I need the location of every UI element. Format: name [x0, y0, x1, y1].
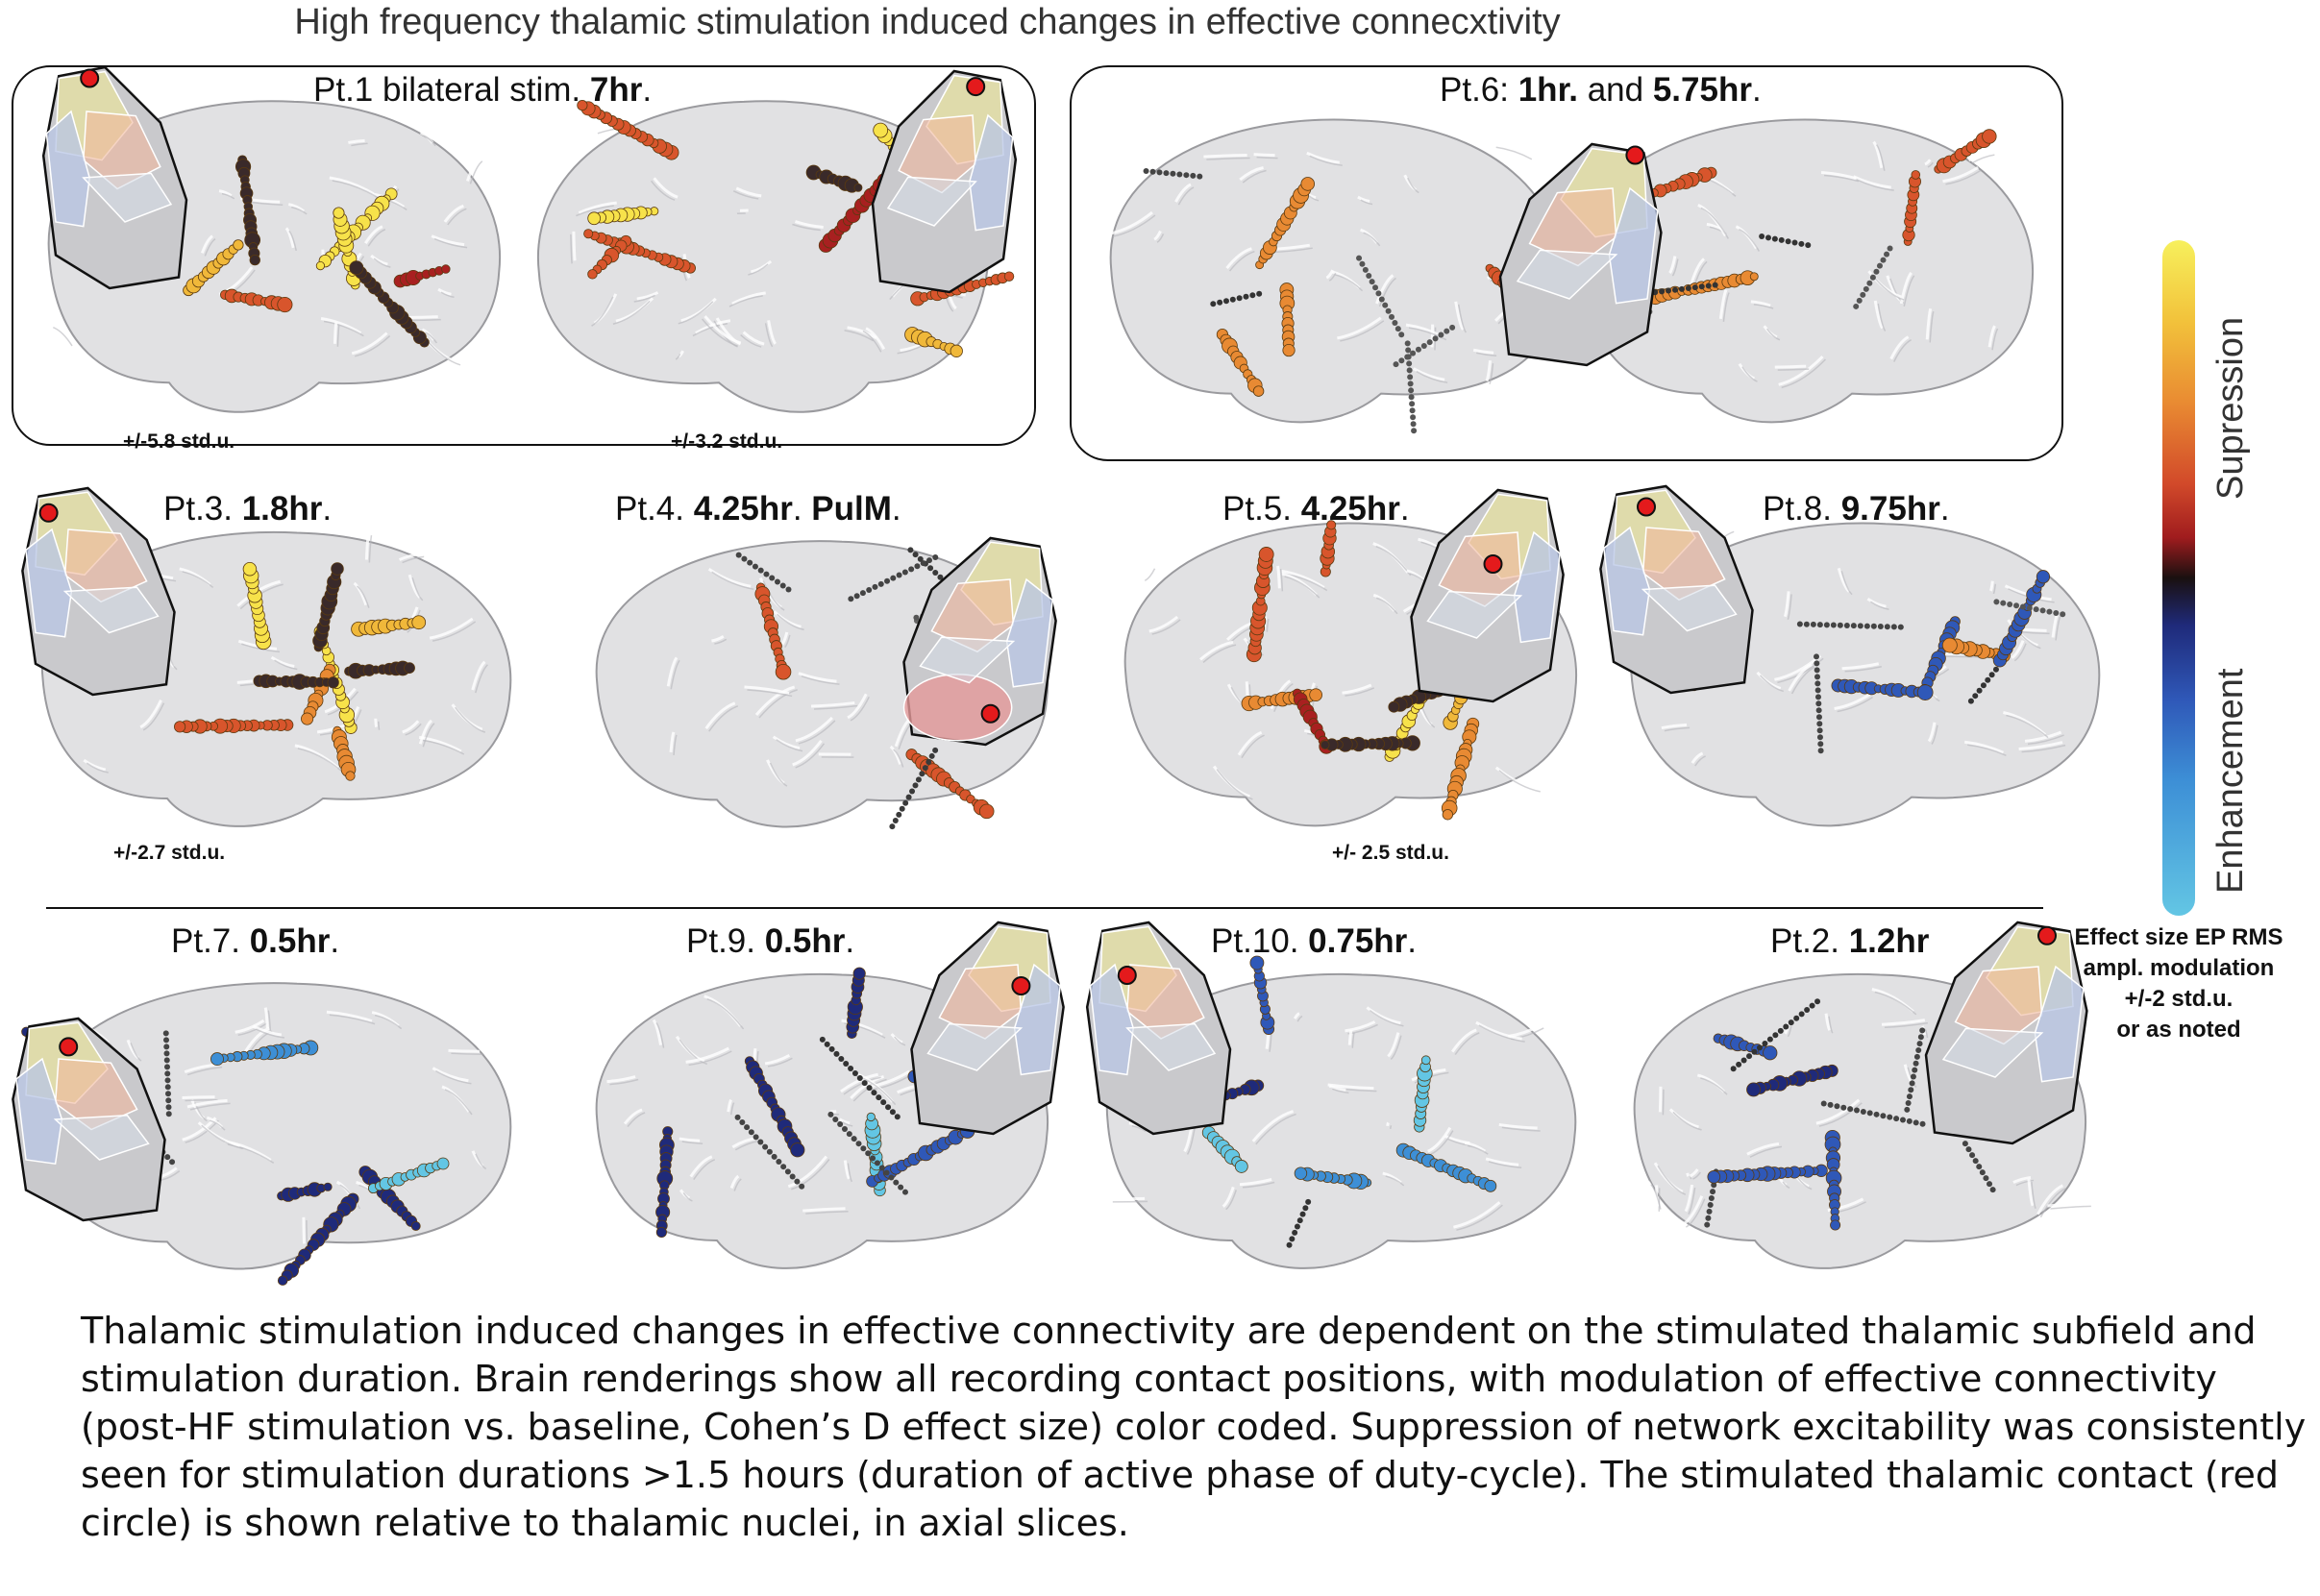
thalamus-inset-pt6 — [1492, 142, 1665, 367]
thalamus-inset-pt1-left — [40, 65, 194, 290]
row-divider — [46, 907, 2043, 909]
pt1-right-scale-note: +/-3.2 std.u. — [671, 430, 783, 453]
pt3-scale-note: +/-2.7 std.u. — [113, 842, 226, 864]
thalamus-inset-pt7 — [10, 1017, 173, 1222]
colorbar-note-line: or as noted — [2116, 1017, 2241, 1043]
pt3-label: Pt.3. 1.8hr. — [163, 490, 333, 528]
colorbar-top-label: Supression — [2210, 316, 2251, 500]
colorbar — [2162, 240, 2195, 916]
pt1-frame — [12, 65, 1036, 446]
pt5-scale-note: +/- 2.5 std.u. — [1332, 842, 1449, 864]
pt8-label: Pt.8. 9.75hr. — [1763, 490, 1950, 528]
pt9-label: Pt.9. 0.5hr. — [686, 922, 855, 960]
colorbar-note-line: ampl. modulation — [2083, 955, 2275, 981]
panel-pt6-left — [1081, 96, 1581, 442]
colorbar-note: Effect size EP RMS ampl. modulation +/-2… — [2049, 922, 2308, 1045]
pt10-label: Pt.10. 0.75hr. — [1211, 922, 1418, 960]
thalamus-inset-pt10 — [1084, 921, 1238, 1136]
pt4-label: Pt.4. 4.25hr. PulM. — [615, 490, 901, 528]
colorbar-bottom-label: Enhancement — [2210, 668, 2251, 895]
thalamus-inset-pt5 — [1403, 488, 1567, 703]
pt6-label: Pt.6: 1hr. and 5.75hr. — [1440, 71, 1762, 109]
figure-title: High frequency thalamic stimulation indu… — [294, 2, 1561, 42]
thalamus-inset-pt2 — [1917, 921, 2090, 1145]
thalamus-inset-pt9 — [903, 921, 1067, 1136]
thalamus-inset-pt1-right — [865, 69, 1019, 294]
figure-caption: Thalamic stimulation induced changes in … — [81, 1310, 2307, 1544]
pt1-label: Pt.1 bilateral stim. 7hr. — [313, 71, 653, 109]
pt1-left-scale-note: +/-5.8 std.u. — [123, 430, 235, 453]
panel-pt1-right — [519, 77, 1019, 432]
thalamus-inset-pt3 — [19, 486, 183, 697]
pt6-frame — [1070, 65, 2063, 461]
pt5-label: Pt.5. 4.25hr. — [1222, 490, 1410, 528]
pt2-label: Pt.2. 1.2hr — [1770, 922, 1930, 960]
pt7-label: Pt.7. 0.5hr. — [171, 922, 340, 960]
thalamus-inset-pt8 — [1597, 484, 1761, 695]
colorbar-note-line: Effect size EP RMS — [2074, 924, 2283, 950]
thalamus-inset-pt4 — [896, 536, 1059, 747]
colorbar-note-line: +/-2 std.u. — [2124, 986, 2234, 1012]
